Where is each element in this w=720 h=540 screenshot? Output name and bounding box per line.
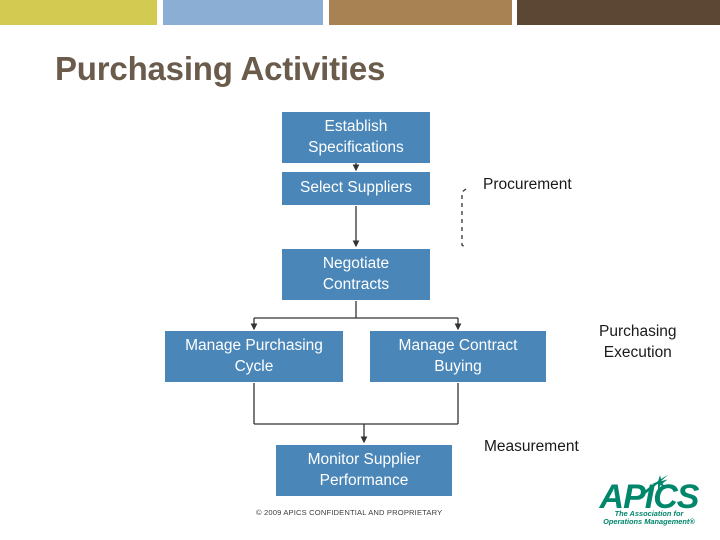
apics-wordmark: APICS xyxy=(599,478,700,516)
procurement-bracket xyxy=(461,188,467,249)
top-bar-tan xyxy=(329,0,512,25)
phase-label-measurement: Measurement xyxy=(484,438,579,455)
flow-box-manage-contract-buying[interactable]: Manage Contract Buying xyxy=(370,331,546,382)
apics-tagline-line-1: The Association for xyxy=(614,509,684,518)
flow-box-establish-specifications[interactable]: Establish Specifications xyxy=(282,112,430,163)
phase-label-procurement: Procurement xyxy=(483,176,572,193)
flow-box-negotiate-contracts[interactable]: Negotiate Contracts xyxy=(282,249,430,300)
top-bar-yellow xyxy=(0,0,157,25)
phase-label-purchasing-execution: Purchasing Execution xyxy=(599,323,677,362)
apics-logo: APICS The Association for Operations Man… xyxy=(588,474,710,532)
apics-tagline-line-2: Operations Management® xyxy=(603,517,695,526)
copyright-notice: © 2009 APICS CONFIDENTIAL AND PROPRIETAR… xyxy=(256,508,443,517)
page-title: Purchasing Activities xyxy=(55,50,386,87)
flow-box-manage-purchasing-cycle[interactable]: Manage Purchasing Cycle xyxy=(165,331,343,382)
flow-box-monitor-supplier-performance[interactable]: Monitor Supplier Performance xyxy=(276,445,452,496)
top-bar-brown xyxy=(517,0,720,25)
top-bar-blue xyxy=(163,0,323,25)
star-swoosh-icon xyxy=(641,475,668,495)
flow-box-select-suppliers[interactable]: Select Suppliers xyxy=(282,172,430,205)
